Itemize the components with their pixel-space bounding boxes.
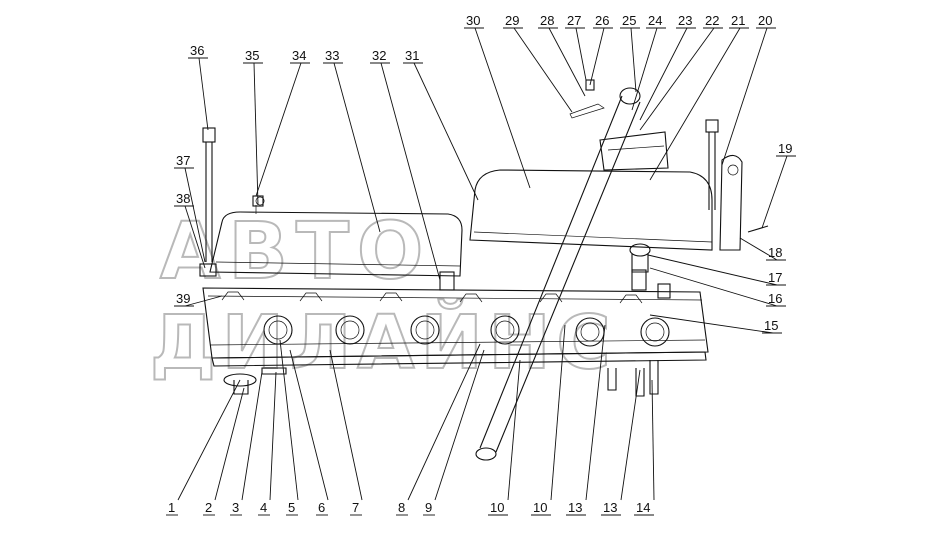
leader-line bbox=[649, 314, 774, 334]
callout-29: 29 bbox=[505, 13, 519, 28]
lifting-bracket bbox=[705, 119, 769, 251]
front-valve-cover bbox=[469, 131, 713, 251]
callout-23: 23 bbox=[678, 13, 692, 28]
callout-30: 30 bbox=[466, 13, 480, 28]
leader-line bbox=[333, 62, 381, 233]
callout-35: 35 bbox=[245, 48, 259, 63]
callout-34: 34 bbox=[292, 48, 306, 63]
leader-line bbox=[739, 237, 778, 261]
callout-10: 10 bbox=[490, 500, 504, 515]
leader-line bbox=[620, 369, 641, 501]
callout-13: 13 bbox=[603, 500, 617, 515]
callout-20: 20 bbox=[758, 13, 772, 28]
callout-5: 5 bbox=[288, 500, 295, 515]
leader-line bbox=[255, 62, 302, 197]
callout-39: 39 bbox=[176, 291, 190, 306]
leader-line bbox=[513, 27, 573, 113]
leader-line bbox=[761, 155, 788, 229]
callout-2: 2 bbox=[205, 500, 212, 515]
leader-line bbox=[651, 379, 655, 501]
callout-17: 17 bbox=[768, 270, 782, 285]
callout-38: 38 bbox=[176, 191, 190, 206]
callout-14: 14 bbox=[636, 500, 650, 515]
leader-line bbox=[184, 295, 223, 307]
breather-tube bbox=[475, 79, 641, 461]
callout-33: 33 bbox=[325, 48, 339, 63]
leader-line bbox=[241, 371, 263, 501]
leader-line bbox=[407, 343, 481, 501]
callout-31: 31 bbox=[405, 48, 419, 63]
callout-16: 16 bbox=[768, 291, 782, 306]
long-bolt bbox=[202, 127, 216, 262]
leader-line bbox=[631, 27, 658, 111]
callout-22: 22 bbox=[705, 13, 719, 28]
leader-line bbox=[434, 349, 485, 501]
callout-13: 13 bbox=[568, 500, 582, 515]
callout-6: 6 bbox=[318, 500, 325, 515]
callout-26: 26 bbox=[595, 13, 609, 28]
callout-18: 18 bbox=[768, 245, 782, 260]
leader-line bbox=[289, 349, 329, 501]
leader-line bbox=[721, 27, 768, 166]
leader-line bbox=[279, 339, 299, 501]
leader-line bbox=[550, 324, 566, 501]
leader-line bbox=[585, 324, 606, 501]
leader-line bbox=[639, 27, 688, 121]
leader-line bbox=[177, 379, 241, 501]
leader-line bbox=[649, 27, 741, 181]
callout-25: 25 bbox=[622, 13, 636, 28]
leader-line bbox=[649, 267, 778, 307]
leader-line bbox=[214, 387, 245, 501]
leader-line bbox=[329, 349, 363, 501]
callout-36: 36 bbox=[190, 43, 204, 58]
callout-32: 32 bbox=[372, 48, 386, 63]
leader-line bbox=[253, 62, 259, 206]
leader-line bbox=[198, 57, 209, 131]
callout-27: 27 bbox=[567, 13, 581, 28]
callout-1: 1 bbox=[168, 500, 175, 515]
callout-9: 9 bbox=[425, 500, 432, 515]
leader-line bbox=[630, 27, 637, 93]
watermark-line1: АВТО bbox=[160, 207, 431, 297]
leader-line bbox=[507, 359, 521, 501]
leader-line bbox=[380, 62, 441, 281]
sensor bbox=[629, 243, 651, 273]
leader-line bbox=[589, 27, 605, 86]
leader-line bbox=[647, 254, 778, 286]
leader-lines bbox=[166, 27, 796, 516]
callout-7: 7 bbox=[352, 500, 359, 515]
callout-21: 21 bbox=[731, 13, 745, 28]
leader-line bbox=[184, 167, 206, 263]
callout-4: 4 bbox=[260, 500, 267, 515]
leader-line bbox=[184, 205, 206, 269]
cylinder-head bbox=[202, 269, 709, 397]
leader-line bbox=[474, 27, 531, 189]
callout-24: 24 bbox=[648, 13, 662, 28]
leader-line bbox=[413, 62, 479, 201]
callout-37: 37 bbox=[176, 153, 190, 168]
rear-valve-cover bbox=[199, 195, 463, 277]
callout-10: 10 bbox=[533, 500, 547, 515]
watermark-line2: ДИЛАЙНС bbox=[150, 298, 617, 386]
callout-28: 28 bbox=[540, 13, 554, 28]
leader-line bbox=[639, 27, 715, 131]
callout-19: 19 bbox=[778, 141, 792, 156]
callout-8: 8 bbox=[398, 500, 405, 515]
leader-line bbox=[269, 371, 277, 501]
leader-line bbox=[548, 27, 586, 97]
leader-line bbox=[575, 27, 587, 81]
callout-3: 3 bbox=[232, 500, 239, 515]
callout-15: 15 bbox=[764, 318, 778, 333]
